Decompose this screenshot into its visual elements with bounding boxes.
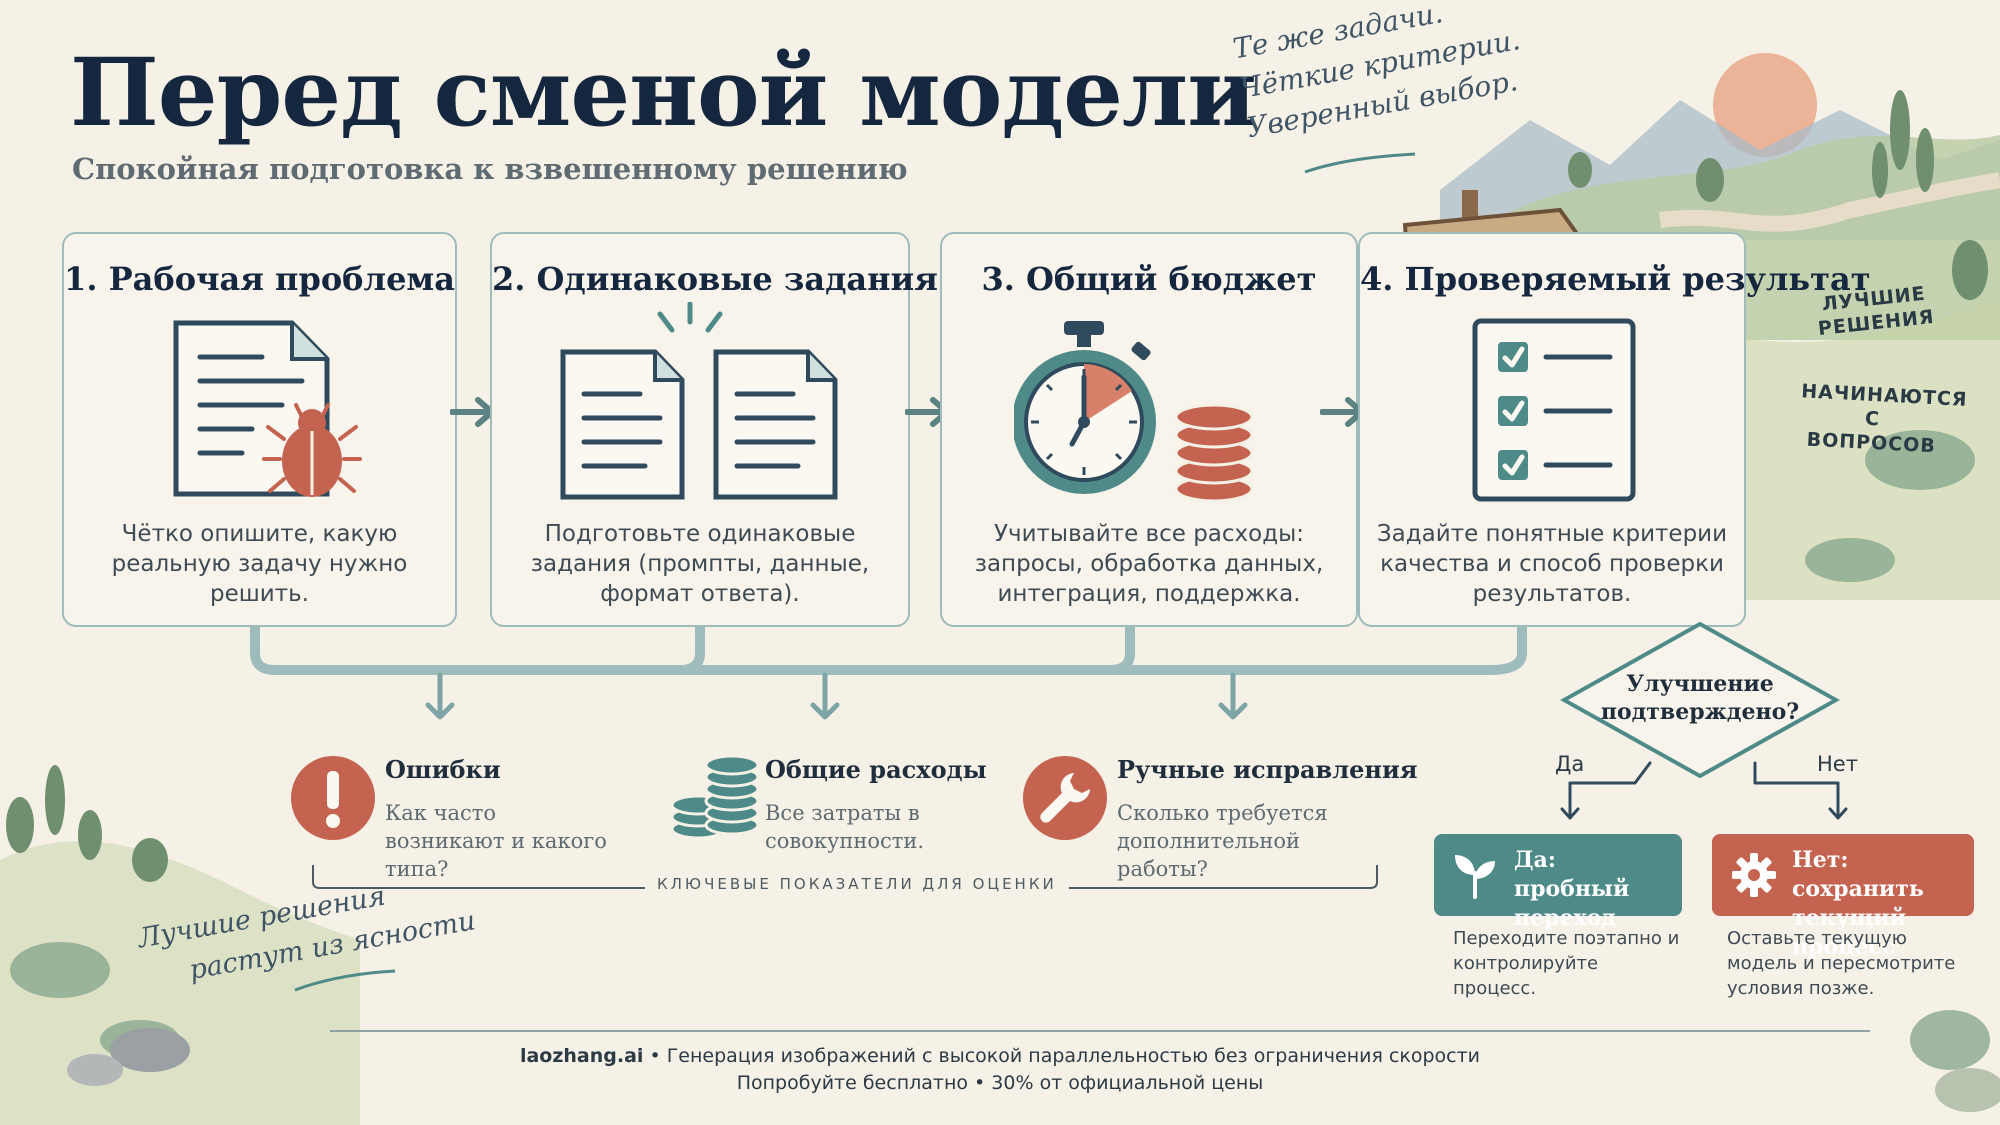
metric-title: Ошибки	[385, 755, 501, 784]
outcome-no-description: Оставьте текущую модель и пересмотрите у…	[1727, 928, 1956, 999]
sprout-icon	[1455, 855, 1495, 899]
wrench-icon	[1023, 756, 1107, 840]
merge-connector	[250, 625, 1527, 720]
signpost-bottom-text: НАЧИНАЮТСЯ С ВОПРОСОВ	[1800, 380, 1969, 458]
landscape-illustration-bottom	[0, 765, 360, 1125]
branch-no-label: Нет	[1817, 752, 1858, 776]
footer-divider	[330, 1030, 1870, 1032]
metric-description: Как часто возникают и какого типа?	[385, 801, 607, 881]
landscape-illustration-bottom-right	[1910, 1010, 2000, 1112]
note-underline	[294, 969, 396, 992]
decision-diamond	[1560, 621, 1840, 779]
step-card-3: 3. Общий бюджет Учитывайте все расходы: …	[940, 232, 1358, 627]
footer-tagline: • Генерация изображений с высокой паралл…	[643, 1045, 1481, 1067]
step-description: Задайте понятные критерии качества и спо…	[1376, 521, 1728, 607]
coins-icon	[670, 755, 760, 840]
page-title: Перед сменой модели	[70, 38, 1257, 148]
document-bug-icon	[173, 320, 362, 497]
branch-yes-label: Да	[1555, 752, 1585, 776]
footer-line-2: Попробуйте бесплатно • 30% от официально…	[736, 1072, 1264, 1094]
metric-description: Сколько требуется дополнительной работы?	[1117, 801, 1328, 881]
decision-branches	[1560, 761, 1848, 820]
note-underline	[1304, 152, 1416, 174]
step-description: Чётко опишите, какую реальную задачу нуж…	[111, 521, 408, 607]
step-title: 3. Общий бюджет	[981, 260, 1317, 298]
outcome-yes-description: Переходите поэтапно и контролируйте проц…	[1453, 928, 1680, 999]
footer-line-1: laozhang.ai • Генерация изображений с вы…	[0, 1045, 2000, 1067]
step-title: 2. Одинаковые задания	[492, 260, 938, 298]
outcome-yes-card[interactable]: Да: пробный переход	[1434, 834, 1682, 931]
metric-title: Общие расходы	[765, 755, 987, 784]
outcome-no-title: Нет: сохранить текущий процесс	[1792, 847, 1924, 960]
gear-icon	[1732, 853, 1776, 897]
footer-brand[interactable]: laozhang.ai	[519, 1045, 644, 1067]
twin-documents-icon	[560, 302, 838, 500]
checklist-icon	[1472, 318, 1636, 502]
step-card-4: 4. Проверяемый результат Задайте понятны…	[1358, 232, 1871, 627]
metric-title: Ручные исправления	[1117, 755, 1418, 784]
outcome-yes-title: Да: пробный переход	[1514, 847, 1630, 931]
sun-icon	[1713, 53, 1817, 157]
step-title: 1. Рабочая проблема	[64, 260, 455, 298]
step-description: Подготовьте одинаковые задания (промпты,…	[530, 521, 870, 607]
outcome-no-card[interactable]: Нет: сохранить текущий процесс	[1712, 834, 1974, 960]
step-description: Учитывайте все расходы: запросы, обработ…	[974, 521, 1324, 607]
step-card-1: 1. Рабочая проблема Чётко опишите, какую…	[62, 232, 457, 627]
decision-question: Улучшение подтверждено?	[1600, 671, 1800, 725]
step-title: 4. Проверяемый результат	[1360, 260, 1871, 298]
stopwatch-coins-icon	[1014, 321, 1254, 503]
kpi-label: КЛЮЧЕВЫЕ ПОКАЗАТЕЛИ ДЛЯ ОЦЕНКИ	[645, 875, 1069, 893]
step-card-2: 2. Одинаковые задания Подготовьте одинак…	[490, 232, 938, 627]
exclamation-icon	[291, 756, 375, 840]
metric-description: Все затраты в совокупности.	[765, 801, 925, 853]
page-subtitle: Спокойная подготовка к взвешенному решен…	[72, 152, 908, 186]
